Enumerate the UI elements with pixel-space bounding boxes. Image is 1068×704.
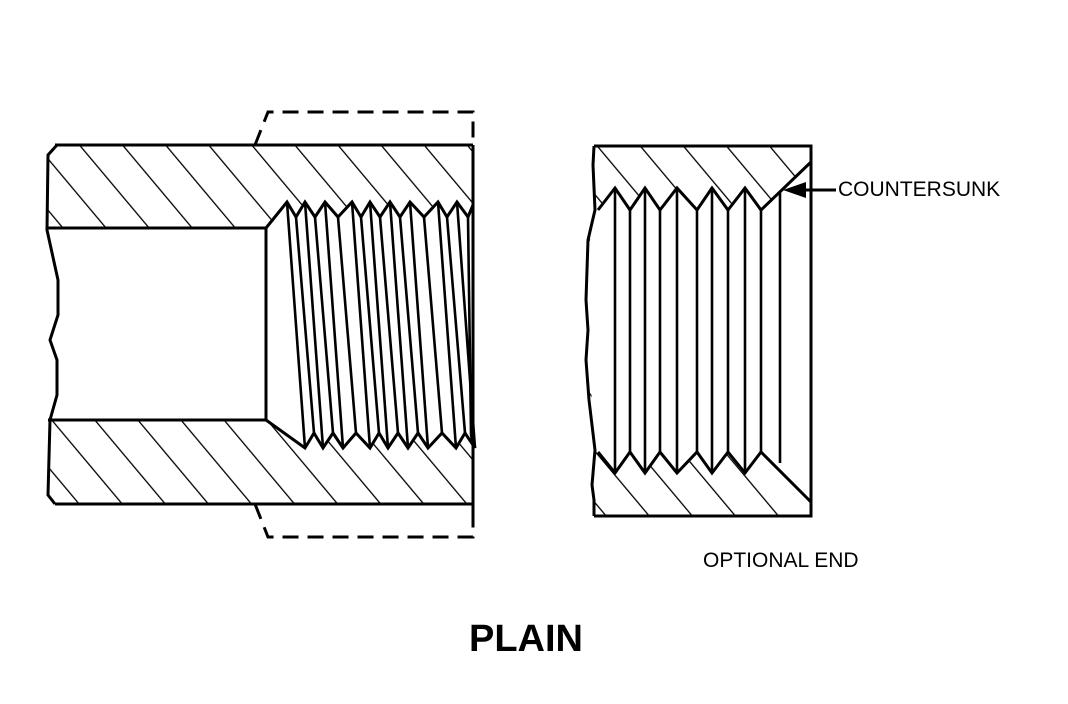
plain-end-section-view: [45, 110, 477, 539]
thread-top-profile: [596, 160, 813, 213]
optional-end-section-view: [584, 144, 813, 518]
bore-interior: [48, 202, 475, 448]
thread-line: [303, 201, 325, 449]
optional-end-label: OPTIONAL END: [703, 549, 859, 572]
thread-line: [323, 201, 345, 449]
thread-bottom-profile: [596, 449, 813, 504]
break-line: [584, 145, 597, 516]
thread-line: [313, 216, 335, 434]
countersunk-label: COUNTERSUNK: [838, 178, 1001, 201]
thread-line: [398, 216, 420, 434]
dashed-extension-top: [253, 110, 475, 146]
thread-line: [294, 216, 316, 434]
dashed-extension-bottom: [253, 503, 475, 539]
thread-line: [359, 216, 381, 434]
thread-line: [445, 216, 467, 434]
countersunk-arrow-icon: [783, 182, 836, 198]
thread-line: [466, 216, 473, 434]
thread-line: [408, 201, 430, 449]
threaded-bore-interior: [587, 162, 811, 502]
outer-outline: [594, 144, 813, 518]
thread-line: [378, 216, 400, 434]
thread-line: [388, 201, 410, 449]
thread-top-profile: [264, 199, 475, 229]
diagram-title: PLAIN: [469, 618, 583, 660]
thread-line: [336, 216, 358, 434]
break-line: [45, 143, 60, 505]
thread-line: [436, 201, 458, 449]
thread-bottom-profile: [265, 418, 477, 451]
thread-line: [422, 216, 444, 434]
thread-line: [350, 201, 372, 449]
thread-line: [285, 201, 307, 449]
thread-line: [368, 201, 390, 449]
